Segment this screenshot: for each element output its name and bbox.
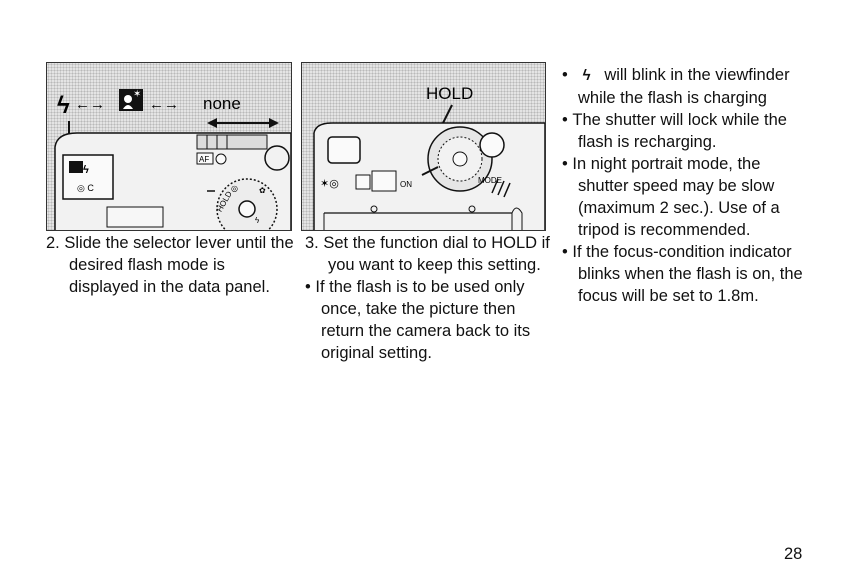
function-dial-illustration: HOLD ✶◎ ON MODE bbox=[301, 62, 546, 231]
selector-arrow bbox=[207, 118, 279, 128]
cycle-arrow: ←→ bbox=[75, 96, 105, 113]
hold-label: HOLD bbox=[426, 84, 473, 103]
svg-text:✿: ✿ bbox=[259, 186, 266, 195]
note-item: • The shutter will lock while the flash … bbox=[562, 111, 787, 151]
night-portrait-icon: ✶ bbox=[119, 89, 143, 111]
svg-text:ON: ON bbox=[400, 180, 412, 189]
svg-text:MODE: MODE bbox=[478, 176, 502, 185]
af-label: AF bbox=[199, 155, 209, 164]
flash-icon: ϟ bbox=[582, 67, 591, 84]
page-number: 28 bbox=[784, 545, 803, 563]
svg-text:ϟ: ϟ bbox=[255, 216, 260, 225]
camera-selector-illustration: ϟ ←→ ✶ ←→ none ϟ ◎ C AF bbox=[46, 62, 292, 231]
note-item: • In night portrait mode, the shutter sp… bbox=[562, 155, 780, 239]
step-2-number: 2. bbox=[46, 234, 60, 252]
step-3-text: Set the function dial to HOLD if you wan… bbox=[323, 234, 550, 274]
cycle-arrow-2: ←→ bbox=[149, 96, 179, 113]
none-label: none bbox=[203, 94, 241, 113]
flash-mode-symbol: ϟ bbox=[57, 92, 70, 119]
svg-text:◎ C: ◎ C bbox=[77, 183, 94, 193]
step-3-bullet: • If the flash is to be used only once, … bbox=[305, 278, 531, 362]
step-3-number: 3. bbox=[305, 234, 319, 252]
note-item: • ϟ will blink in the viewfinder while t… bbox=[562, 66, 790, 107]
svg-text:◎: ◎ bbox=[231, 184, 238, 193]
svg-text:✶: ✶ bbox=[133, 89, 141, 100]
svg-text:✶◎: ✶◎ bbox=[320, 178, 339, 190]
notes-list: • ϟ will blink in the viewfinder while t… bbox=[562, 64, 812, 307]
note-item: • If the focus-condition indicator blink… bbox=[562, 243, 803, 305]
step-2-text: Slide the selector lever until the desir… bbox=[64, 234, 294, 296]
svg-text:ϟ: ϟ bbox=[83, 164, 89, 176]
step-3: 3. Set the function dial to HOLD if you … bbox=[305, 232, 555, 364]
step-2: 2. Slide the selector lever until the de… bbox=[46, 232, 296, 298]
